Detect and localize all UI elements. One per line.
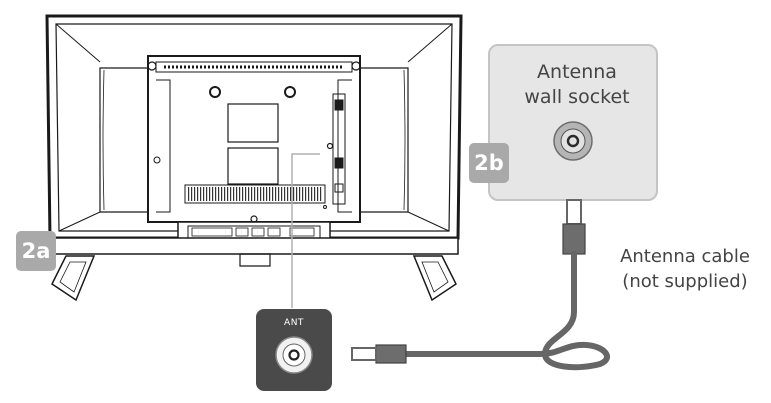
- ant-port-label: ANT: [284, 318, 304, 328]
- tv-rear-view: [45, 14, 463, 302]
- antenna-cable: [351, 199, 610, 371]
- antenna-cable-label-line1: Antenna cable: [620, 246, 750, 267]
- antenna-cable-label: Antenna cable (not supplied): [600, 244, 770, 294]
- wall-socket-title: Antenna wall socket: [502, 60, 652, 110]
- antenna-cable-label-line2: (not supplied): [622, 271, 748, 292]
- wall-socket-title-line1: Antenna: [537, 61, 617, 83]
- step-badge-2b: 2b: [469, 143, 509, 183]
- coax-socket-icon: [553, 121, 593, 161]
- ant-port-leader-line: [291, 153, 320, 308]
- step-badge-2a: 2a: [16, 231, 56, 271]
- ant-port-panel: [256, 309, 332, 391]
- wall-plug-icon: [562, 199, 586, 255]
- tv-plug-icon: [351, 344, 407, 364]
- antenna-wall-socket: [488, 44, 658, 201]
- ant-coax-port-icon: [275, 336, 313, 374]
- wall-socket-title-line2: wall socket: [524, 86, 630, 108]
